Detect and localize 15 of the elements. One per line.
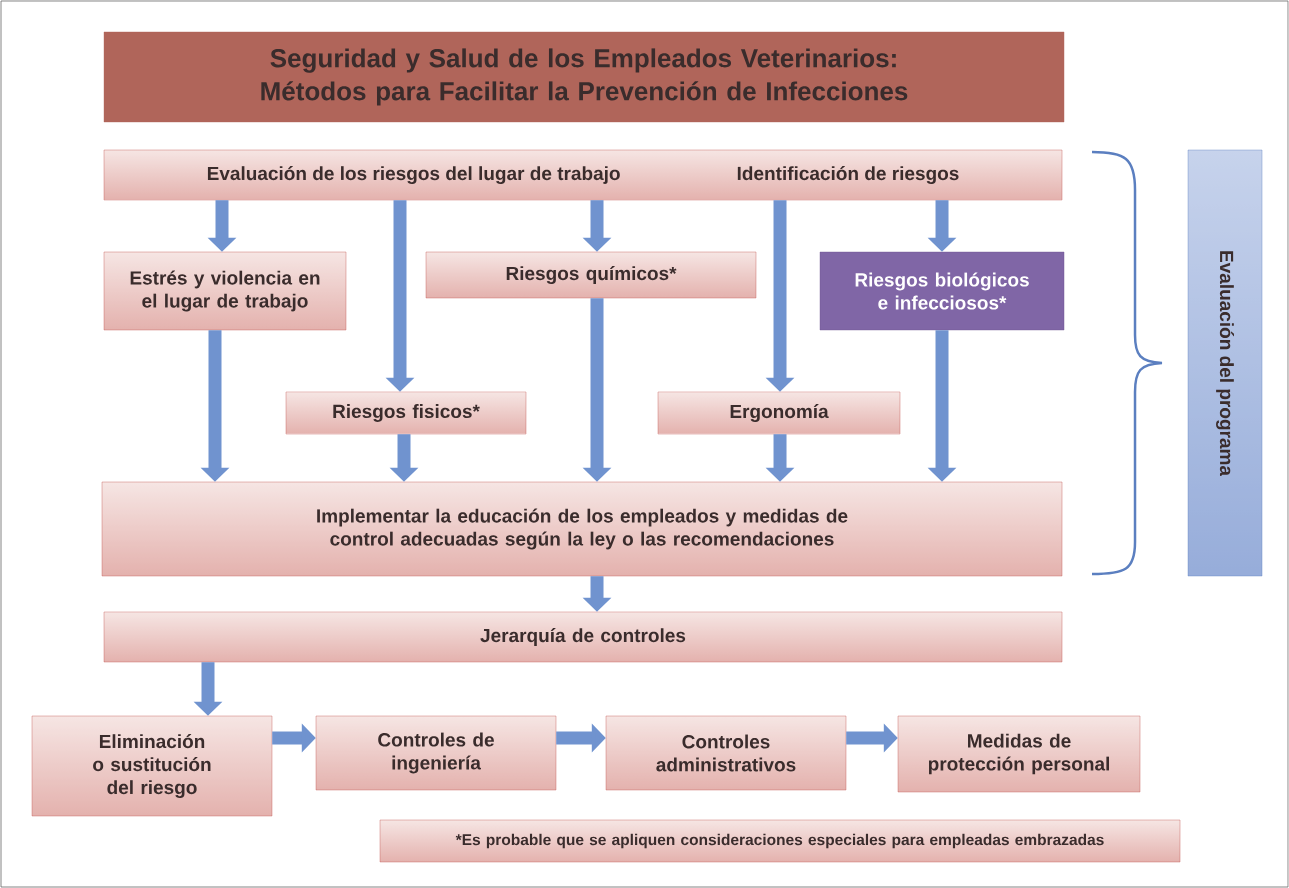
process-box: Riesgos químicos*	[425, 251, 757, 299]
process-box: Eliminación o sustitución del riesgo	[31, 715, 273, 817]
process-box: Jerarquía de controles	[103, 611, 1063, 663]
title-banner: Seguridad y Salud de los Empleados Veterinarios: Métodos para Facilitar la Prevención de Infecciones	[103, 31, 1065, 123]
process-box: Estrés y violencia en el lugar de trabajo	[103, 251, 347, 331]
process-box: Ergonomía	[657, 391, 901, 435]
side-panel: Evaluación del programa	[1187, 149, 1263, 577]
process-box: Controles de ingeniería	[315, 715, 557, 791]
process-box: Riesgos biológicos e infecciosos*	[819, 251, 1065, 331]
header-bar: Evaluación de los riesgos del lugar de trabajo Identificación de riesgos	[103, 149, 1063, 201]
note-box: *Es probable que se apliquen consideraciones especiales para empleadas embrazadas	[379, 819, 1181, 863]
process-box: Implementar la educación de los empleados y medidas de control adecuadas según la ley o las recomendaciones	[101, 481, 1063, 577]
process-box: Riesgos fisicos*	[285, 391, 527, 435]
process-box: Controles administrativos	[605, 715, 847, 791]
process-box: Medidas de protección personal	[897, 715, 1141, 793]
